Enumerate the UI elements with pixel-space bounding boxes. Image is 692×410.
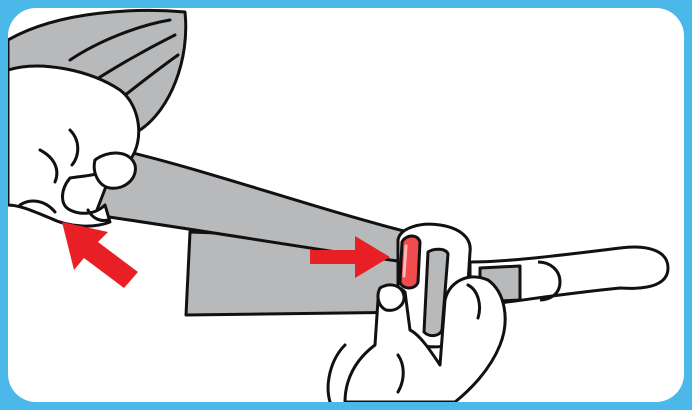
illustration-panel [8, 8, 684, 402]
arrow-up-left [62, 222, 138, 288]
release-tab [400, 236, 420, 288]
strap-adjust-illustration [8, 8, 684, 402]
